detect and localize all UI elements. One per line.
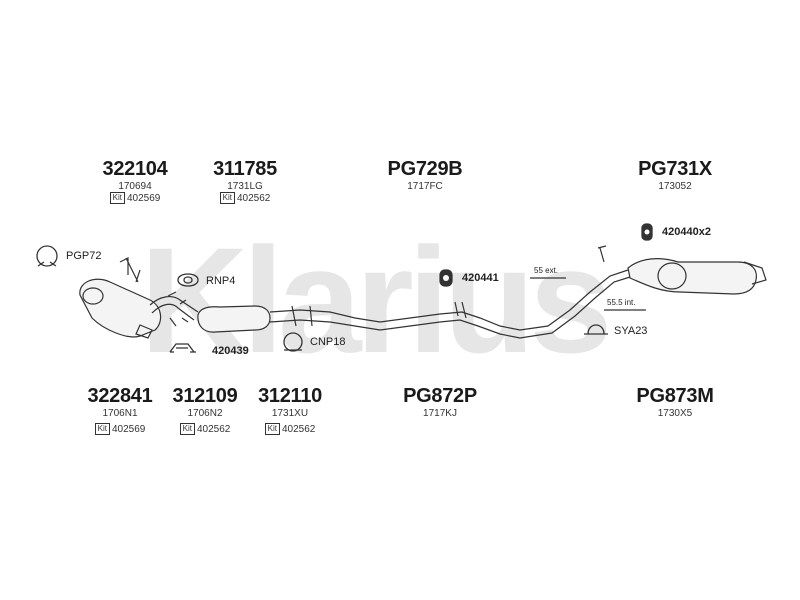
part-group-pg731x: PG731X 173052 xyxy=(625,158,725,192)
kit-row: Kit 402562 xyxy=(245,423,335,435)
part-reference: 1717KJ xyxy=(423,408,457,419)
kit-row: Kit 402569 xyxy=(75,423,165,435)
fitting-label-420439: 420439 xyxy=(212,345,249,357)
kit-label: Kit xyxy=(109,192,125,204)
mount-420441-icon xyxy=(439,269,453,287)
pgp72-clamp-icon xyxy=(36,245,58,267)
part-number: PG729B xyxy=(387,158,463,180)
front-pipe-shape xyxy=(149,291,199,327)
part-number: PG872P xyxy=(403,385,477,407)
part-reference: 173052 xyxy=(658,181,692,192)
part-reference: 1731XU xyxy=(271,408,309,419)
part-number: PG731X xyxy=(638,158,712,180)
part-group-pg872p: PG872P 1717KJ xyxy=(390,385,490,419)
sya23-clamp-icon xyxy=(584,324,608,335)
bracket-420439-icon xyxy=(169,343,196,353)
part-reference: 1730X5 xyxy=(657,408,693,419)
kit-row: Kit 402569 xyxy=(90,192,180,204)
dimension-ext-label: 55 ext. xyxy=(534,266,559,275)
cnp18-clamp-icon xyxy=(283,332,303,352)
fitting-label-420440: 420440x2 xyxy=(662,226,711,238)
part-reference: 1706N2 xyxy=(187,408,223,419)
part-number: 311785 xyxy=(213,158,277,180)
part-group-311785: 311785 1731LG Kit 402562 xyxy=(200,158,290,204)
part-number: PG873M xyxy=(636,385,714,407)
kit-number: 402562 xyxy=(236,192,271,204)
mount-420440-icon xyxy=(641,223,653,241)
kit-number: 402569 xyxy=(111,423,146,435)
part-group-312109: 312109 1706N2 Kit 402562 xyxy=(160,385,250,435)
kit-number: 402562 xyxy=(281,423,316,435)
part-reference: 1731LG xyxy=(227,181,263,192)
part-group-pg873m: PG873M 1730X5 xyxy=(625,385,725,419)
kit-number: 402562 xyxy=(196,423,231,435)
part-reference: 1717FC xyxy=(407,181,443,192)
part-number: 322841 xyxy=(87,385,153,407)
fitting-label-pgp72: PGP72 xyxy=(66,250,102,262)
fitting-label-420441: 420441 xyxy=(462,272,499,284)
kit-label: Kit xyxy=(94,423,110,435)
middle-pipe-shape xyxy=(269,269,631,339)
part-group-312110: 312110 1731XU Kit 402562 xyxy=(245,385,335,435)
rear-silencer-shape xyxy=(597,245,767,295)
kit-label: Kit xyxy=(264,423,280,435)
brand-watermark: Klarius xyxy=(140,216,613,384)
fitting-label-cnp18: CNP18 xyxy=(310,336,346,348)
centre-silencer-shape xyxy=(197,305,271,333)
part-reference: 170694 xyxy=(118,181,152,192)
catalytic-converter-shape xyxy=(79,257,162,339)
fitting-label-sya23: SYA23 xyxy=(614,325,648,337)
kit-number: 402569 xyxy=(126,192,161,204)
rnp4-ring-icon xyxy=(177,273,199,287)
kit-label: Kit xyxy=(219,192,235,204)
part-group-pg729b: PG729B 1717FC xyxy=(375,158,475,192)
kit-label: Kit xyxy=(179,423,195,435)
part-number: 312110 xyxy=(258,385,322,407)
kit-row: Kit 402562 xyxy=(200,192,290,204)
part-group-322841: 322841 1706N1 Kit 402569 xyxy=(75,385,165,435)
fitting-label-rnp4: RNP4 xyxy=(206,275,236,287)
kit-row: Kit 402562 xyxy=(160,423,250,435)
part-group-322104: 322104 170694 Kit 402569 xyxy=(90,158,180,204)
dimension-int-label: 55.5 int. xyxy=(607,298,636,307)
part-number: 312109 xyxy=(172,385,238,407)
part-number: 322104 xyxy=(102,158,168,180)
part-reference: 1706N1 xyxy=(102,408,138,419)
